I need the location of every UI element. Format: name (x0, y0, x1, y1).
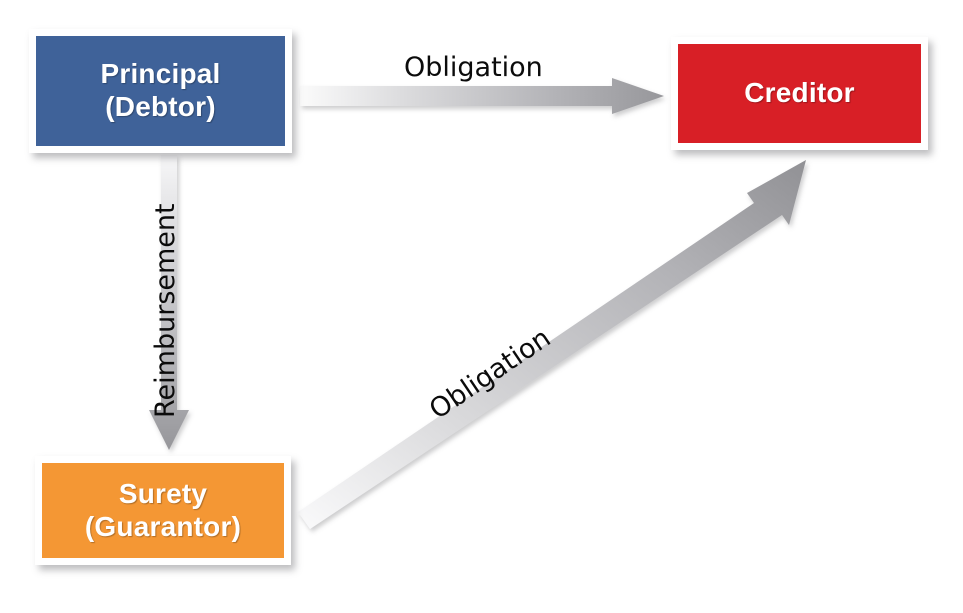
node-surety-label-line1: Surety (118, 477, 208, 509)
node-principal-debtor[interactable]: Principal (Debtor) (29, 29, 292, 153)
node-principal-fill: Principal (Debtor) (36, 36, 285, 146)
arrow-principal-to-creditor (300, 78, 664, 114)
node-surety-fill: Surety (Guarantor) (42, 463, 284, 558)
edge-label-obligation-top: Obligation (404, 52, 543, 83)
node-surety-label-line2: (Guarantor) (84, 510, 242, 542)
node-principal-label-line2: (Debtor) (105, 91, 216, 122)
edge-label-reimbursement: Reimbursement (150, 203, 181, 418)
node-principal-label-line1: Principal (100, 58, 221, 90)
arrow-surety-to-creditor (298, 160, 806, 529)
node-surety-guarantor[interactable]: Surety (Guarantor) (35, 456, 291, 565)
node-creditor-fill: Creditor (678, 44, 921, 143)
node-creditor-label-line1: Creditor (744, 77, 855, 109)
arrow-principal-to-surety (149, 155, 189, 450)
node-creditor[interactable]: Creditor (671, 37, 928, 150)
